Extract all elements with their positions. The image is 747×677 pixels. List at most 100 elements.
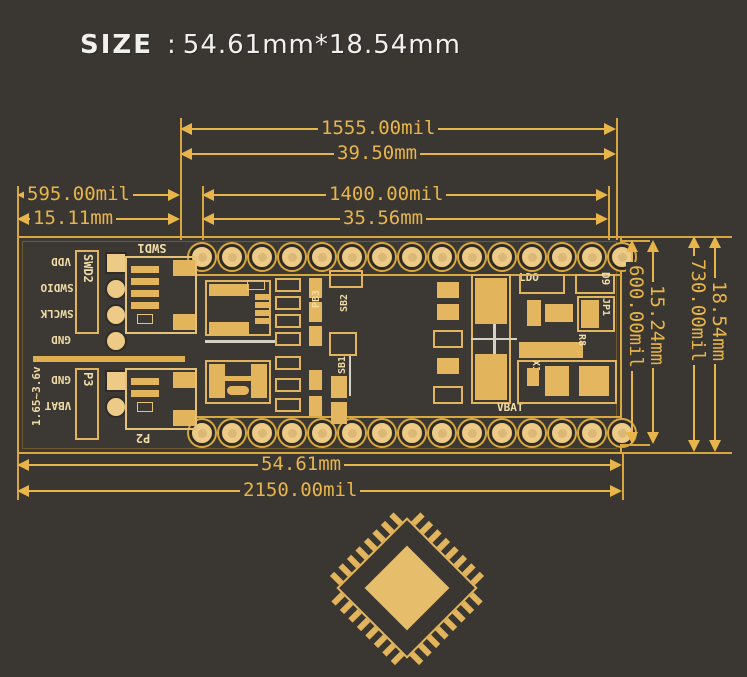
smd-component bbox=[275, 278, 301, 292]
ext-line bbox=[608, 186, 610, 240]
smd-component bbox=[275, 398, 301, 412]
swd1-pad bbox=[131, 290, 159, 297]
board-outline-inner bbox=[22, 241, 617, 449]
page-title: SIZE:54.61mm*18.54mm bbox=[80, 30, 461, 60]
qfp-lead bbox=[348, 609, 362, 623]
bottom-rail-trace bbox=[185, 416, 622, 418]
usb-shell-pad bbox=[209, 322, 249, 334]
qfp-lead bbox=[445, 546, 459, 560]
arrow-left bbox=[180, 123, 192, 135]
pin-pad bbox=[459, 420, 485, 446]
dim-left-mm: 15.11mm bbox=[30, 209, 117, 228]
dim-bottom-mil: 2150.00mil bbox=[240, 481, 361, 500]
ext-line bbox=[622, 452, 624, 500]
silk-label-gnd-2: GND bbox=[51, 373, 71, 386]
arrow-left bbox=[17, 459, 29, 471]
dim-top-outer-mil: 1555.00mil bbox=[318, 119, 439, 138]
silk-label-swclk: SWCLK bbox=[40, 307, 74, 320]
size-label: SIZE bbox=[80, 30, 154, 60]
smd-component bbox=[275, 356, 301, 370]
signal-trace bbox=[205, 340, 275, 343]
p2-pad bbox=[173, 372, 195, 388]
button-inner-trace bbox=[225, 376, 251, 381]
ext-line bbox=[622, 236, 732, 238]
ext-line bbox=[17, 186, 19, 238]
p2-pin1-marker bbox=[137, 402, 153, 412]
qfp-lead bbox=[365, 626, 379, 640]
smd-component bbox=[275, 314, 301, 328]
smd-pad bbox=[309, 370, 322, 390]
pin-pad bbox=[249, 420, 275, 446]
swd1-pin1-marker bbox=[137, 314, 153, 324]
pin-pad bbox=[579, 244, 605, 270]
title-colon: : bbox=[167, 30, 177, 60]
silk-label-r8: R8 bbox=[576, 334, 587, 347]
dim-bottom-mm: 54.61mm bbox=[258, 455, 345, 474]
ext-line bbox=[616, 118, 618, 240]
ldo-pad bbox=[475, 278, 507, 324]
swd1-pad bbox=[173, 260, 195, 276]
qfp-lead bbox=[390, 651, 405, 666]
arrow-down bbox=[626, 432, 638, 444]
connector-pad-round bbox=[105, 396, 127, 418]
solder-bridge-sb1 bbox=[329, 332, 357, 356]
qfp-lead bbox=[453, 554, 468, 569]
left-divider-trace bbox=[33, 356, 185, 362]
silk-label-d9: D9 bbox=[599, 272, 612, 286]
d9-pad bbox=[581, 300, 599, 328]
pin-pad bbox=[399, 244, 425, 270]
arrow-right bbox=[604, 148, 616, 160]
p2-pad bbox=[131, 390, 159, 397]
diagram-canvas: SIZE:54.61mm*18.54mm SWD2 VDD SWDIO SWCL… bbox=[17, 30, 732, 666]
pin-pad bbox=[249, 244, 275, 270]
silk-label-swd1: SWD1 bbox=[137, 241, 167, 255]
signal-trace bbox=[471, 338, 517, 340]
smd-pad bbox=[331, 402, 347, 424]
arrow-down bbox=[647, 432, 659, 444]
smd-pad bbox=[437, 358, 459, 374]
arrow-right bbox=[610, 485, 622, 497]
qfp-lead bbox=[452, 609, 466, 623]
pin-pad bbox=[519, 420, 545, 446]
connector-pad-round bbox=[105, 330, 127, 352]
swd1-pad bbox=[131, 266, 159, 273]
pin-pad bbox=[279, 420, 305, 446]
pin-pad bbox=[459, 244, 485, 270]
button-footprint-outline bbox=[205, 360, 271, 404]
smd-component bbox=[575, 274, 615, 294]
silk-label-p3: P3 bbox=[81, 372, 95, 387]
qfp-lead bbox=[426, 634, 441, 649]
qfp-lead bbox=[339, 600, 354, 615]
x1-area-outline bbox=[517, 360, 617, 404]
connector-p3 bbox=[75, 368, 99, 440]
silk-label-gnd-1: GND bbox=[51, 333, 71, 346]
pin-pad bbox=[309, 420, 335, 446]
silk-label-sb2: SB2 bbox=[339, 293, 350, 312]
p2-pad bbox=[131, 378, 159, 385]
usb-signal-pad bbox=[255, 294, 269, 300]
swd1-pad bbox=[173, 314, 195, 330]
silk-label-p2: P2 bbox=[135, 431, 151, 445]
smd-pad bbox=[309, 278, 322, 298]
smd-pad bbox=[437, 304, 459, 320]
qfp-lead bbox=[469, 592, 483, 606]
usb-signal-pad bbox=[255, 302, 269, 308]
smd-component bbox=[433, 330, 463, 348]
arrow-up bbox=[626, 240, 638, 252]
pin-header-top bbox=[189, 244, 635, 274]
arrow-down bbox=[709, 440, 721, 452]
swd1-pad bbox=[131, 278, 159, 285]
pin-pad bbox=[489, 244, 515, 270]
signal-trace bbox=[349, 356, 351, 396]
arrow-left bbox=[202, 189, 214, 201]
pin-pad bbox=[549, 420, 575, 446]
smd-pad bbox=[331, 376, 347, 398]
qfp-lead bbox=[443, 617, 458, 632]
arrow-right bbox=[168, 213, 180, 225]
silk-label-ldo: LDO bbox=[519, 271, 539, 284]
qfp-lead bbox=[411, 512, 425, 526]
size-value: 54.61mm*18.54mm bbox=[182, 30, 461, 60]
pin-pad bbox=[219, 244, 245, 270]
usb-signal-pad bbox=[255, 318, 269, 324]
button-pad bbox=[209, 364, 225, 398]
